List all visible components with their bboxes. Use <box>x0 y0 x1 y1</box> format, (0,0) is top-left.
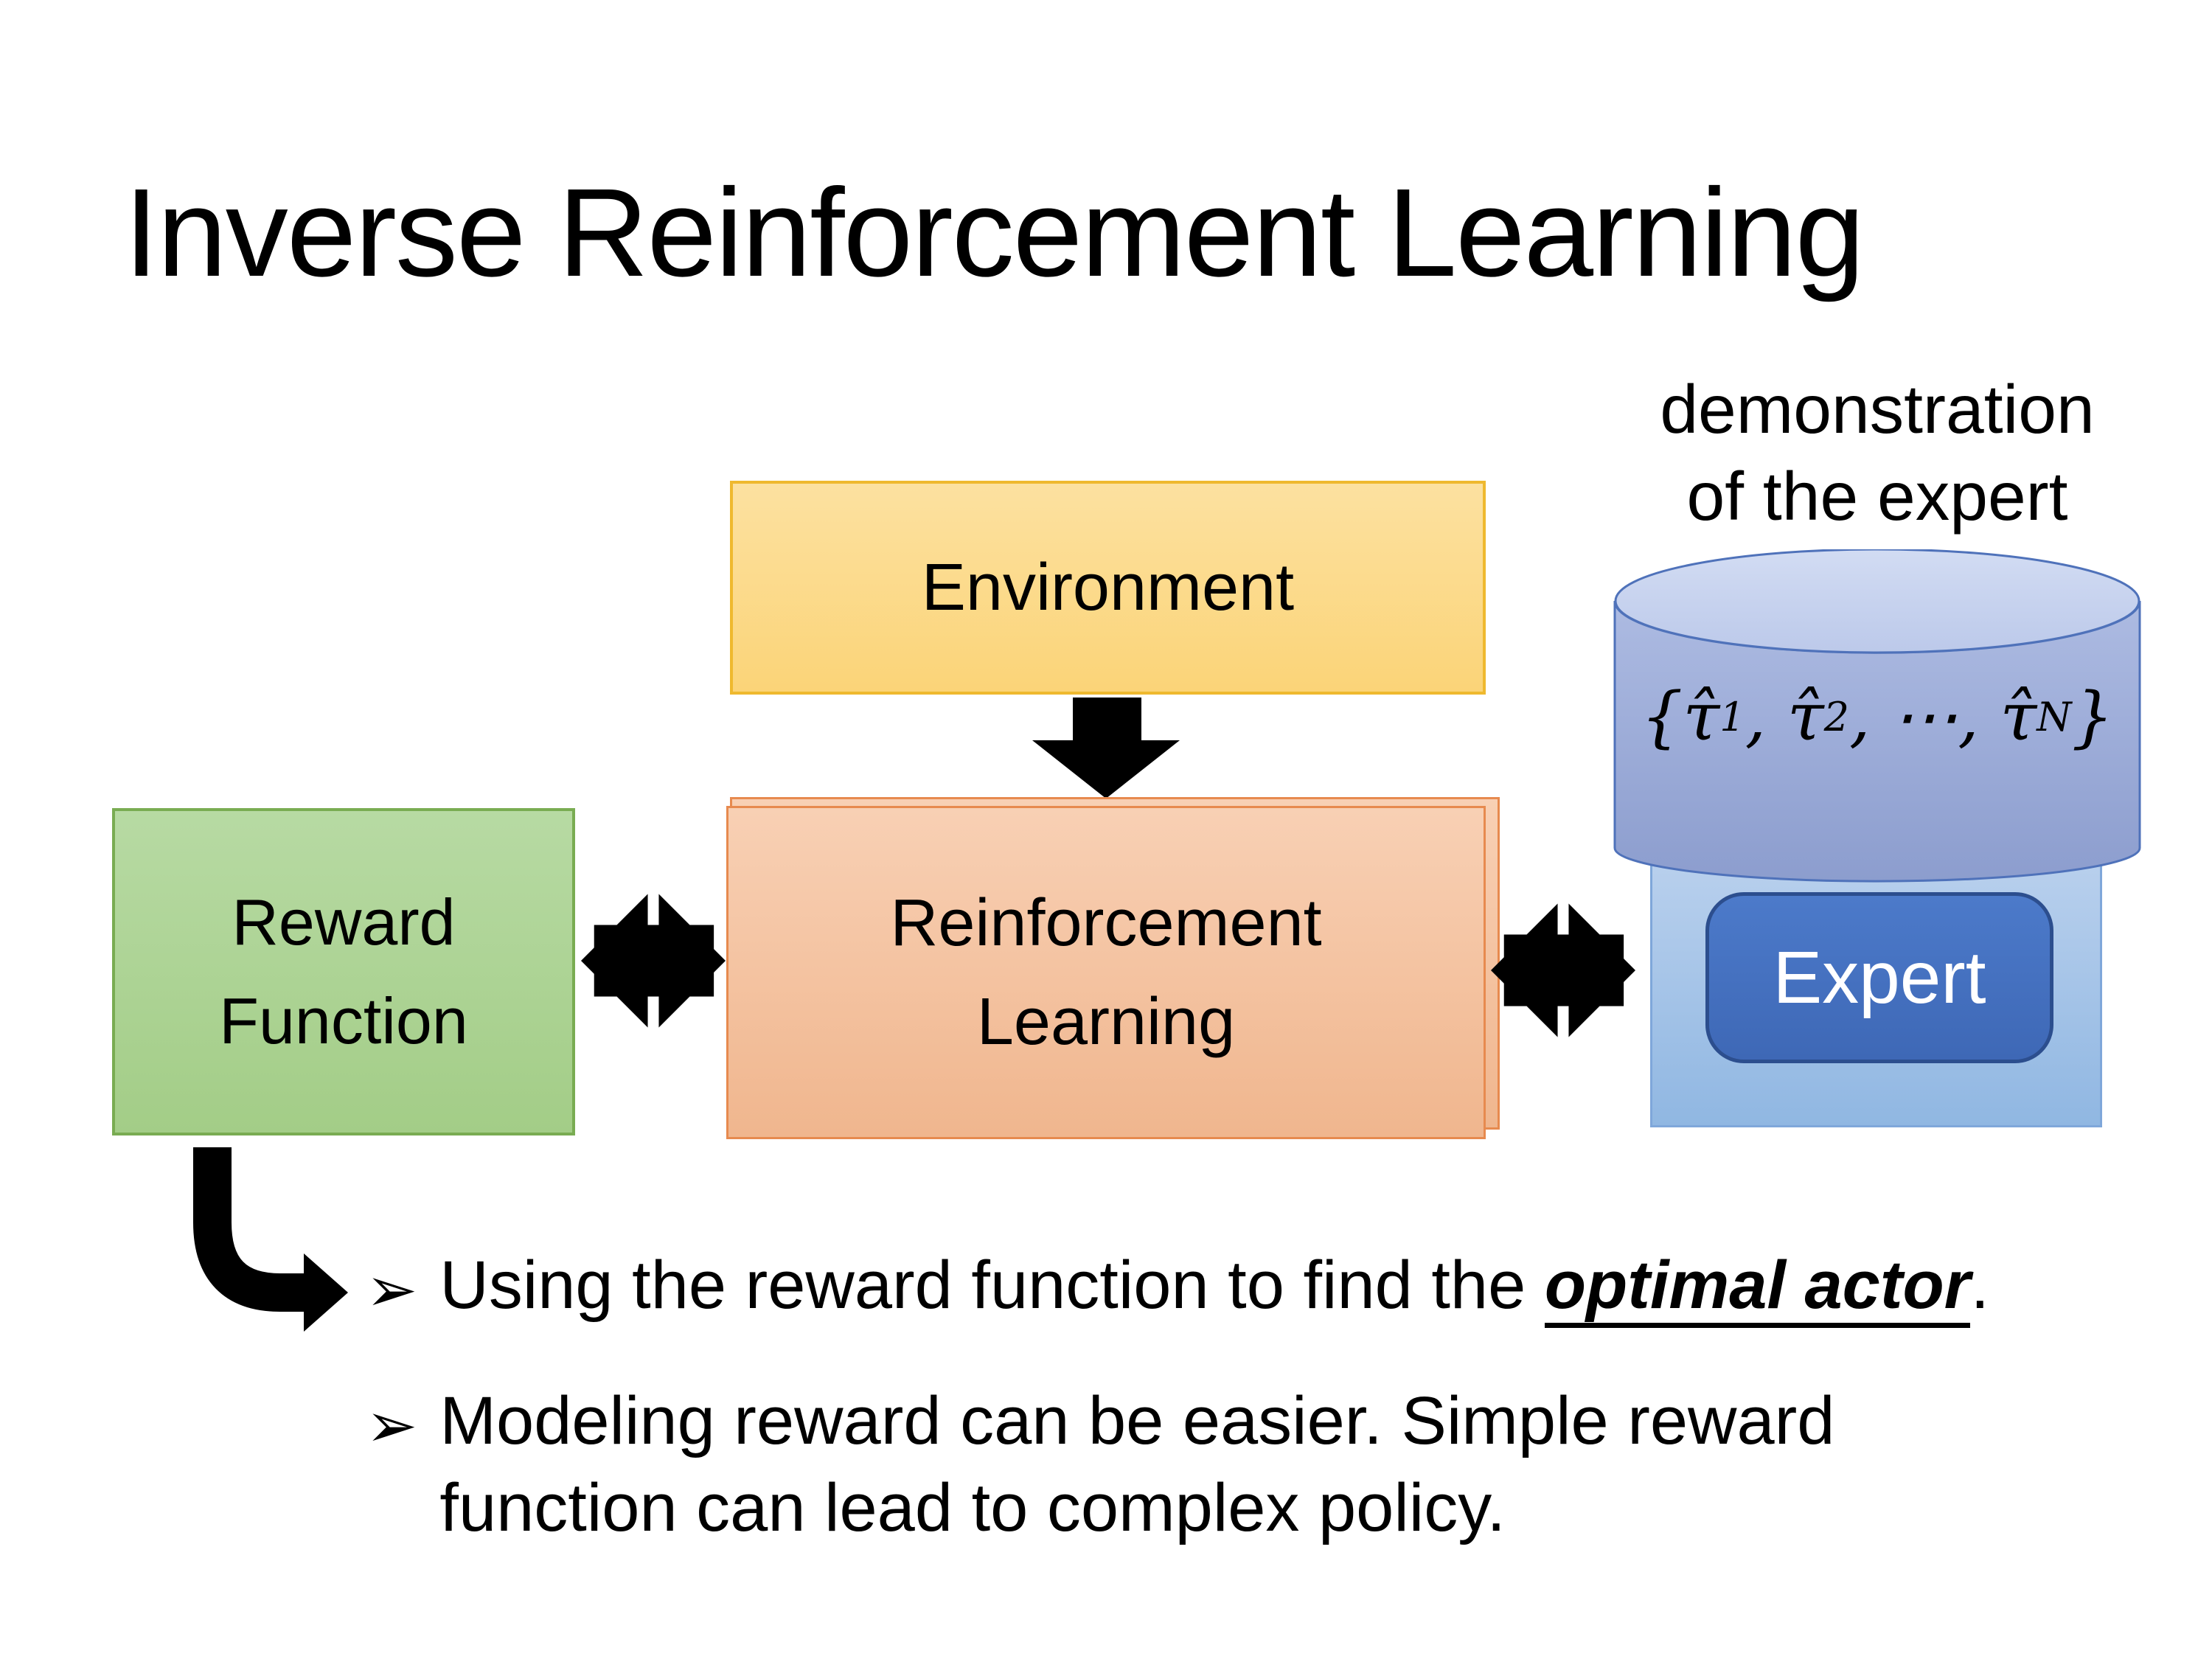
expert-box: Expert <box>1705 892 2053 1063</box>
bullet-second: ➢ Modeling reward can be easier. Simple … <box>366 1377 1834 1551</box>
cylinder-formula: {τ̂1, τ̂2, ⋯, τ̂N} <box>1641 678 2114 756</box>
bullet-first-suffix: . <box>1970 1248 1990 1323</box>
bullet-first-text: Using the reward function to find the op… <box>439 1242 1989 1329</box>
expert-label: Expert <box>1773 936 1986 1019</box>
reinforcement-learning-box: Reinforcement Learning <box>726 806 1486 1139</box>
environment-label: Environment <box>921 550 1295 625</box>
environment-box: Environment <box>730 481 1486 695</box>
bullet-second-text: Modeling reward can be easier. Simple re… <box>439 1377 1834 1551</box>
slide-title: Inverse Reinforcement Learning <box>124 163 1865 303</box>
reward-label-line1: Reward <box>232 886 456 959</box>
demonstration-label: demonstration of the expert <box>1619 366 2135 540</box>
reward-label-line2: Function <box>219 984 468 1057</box>
bullet-first-marker-icon: ➢ <box>366 1253 418 1326</box>
rl-label-line1: Reinforcement <box>890 886 1322 960</box>
bullet-first: ➢ Using the reward function to find the … <box>366 1242 1989 1329</box>
demonstration-label-line2: of the expert <box>1686 458 2068 535</box>
rl-label-line2: Learning <box>976 985 1236 1059</box>
bullet-second-line1: Modeling reward can be easier. Simple re… <box>439 1383 1835 1458</box>
rl-expert-double-arrow-icon <box>1491 898 1635 1043</box>
reward-function-box: Reward Function <box>112 808 575 1135</box>
demonstration-label-line1: demonstration <box>1660 371 2095 448</box>
demonstration-cylinder <box>1613 549 2141 883</box>
env-to-rl-arrow-icon <box>1032 698 1180 799</box>
bullet-first-emphasis: optimal actor <box>1544 1248 1971 1328</box>
bullet-second-marker-icon: ➢ <box>366 1389 418 1461</box>
reward-rl-double-arrow-icon <box>581 888 726 1033</box>
cylinder-top <box>1614 549 2140 654</box>
bullet-first-prefix: Using the reward function to find the <box>439 1248 1545 1323</box>
bullet-second-line2: function can lead to complex policy. <box>439 1470 1506 1545</box>
reward-to-bullets-elbow-arrow-icon <box>193 1147 348 1332</box>
